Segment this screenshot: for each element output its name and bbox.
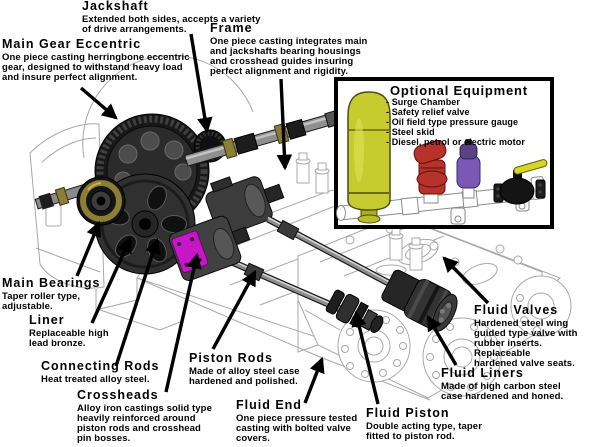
arrow-fluid-end <box>303 356 325 404</box>
label-body: Made of alloy steel case hardened and po… <box>189 366 300 387</box>
label-piston-rods: Piston Rods Made of alloy steel case har… <box>189 352 300 387</box>
label-title: Frame <box>210 21 253 35</box>
label-body: One piece casting herringbone eccentric … <box>2 52 190 83</box>
label-body: Alloy iron castings solid type heavily r… <box>77 403 212 444</box>
surge-chamber-part <box>347 91 391 224</box>
arrow-main-bearings <box>75 220 102 277</box>
pressure-gauge-part <box>456 139 481 199</box>
arrow-crossheads <box>164 252 202 393</box>
label-frame: Frame One piece casting integrates main … <box>210 22 367 77</box>
optional-equipment-item: - Diesel, petrol or electric motor <box>386 137 525 147</box>
optional-equipment-item: - Safety relief valve <box>386 107 470 117</box>
label-title: Fluid Liners <box>441 366 524 380</box>
arrow-liner <box>90 236 132 324</box>
label-main-gear-eccentric: Main Gear Eccentric One piece casting he… <box>2 38 190 83</box>
label-title: Connecting Rods <box>41 359 160 373</box>
discharge-flange-2 <box>422 317 502 397</box>
label-fluid-liners: Fluid Liners Made of high carbon steel c… <box>441 367 563 402</box>
label-liner: Liner Replaceable high lead bronze. <box>29 314 109 349</box>
label-jackshaft: Jackshaft Extended both sides, accepts a… <box>82 0 261 35</box>
arrow-frame <box>276 78 293 171</box>
label-title: Fluid Piston <box>366 406 450 420</box>
label-body: One piece casting integrates main and ja… <box>210 36 368 77</box>
optional-equipment-item: - Oil field type pressure gauge <box>386 117 519 127</box>
arrow-main-gear-eccentric <box>79 86 118 120</box>
label-title: Jackshaft <box>82 0 149 13</box>
arrow-fluid-piston <box>351 310 380 405</box>
label-fluid-valves: Fluid Valves Hardened steel wing guided … <box>474 304 600 369</box>
label-body: Made of high carbon steel case hardened … <box>441 381 564 402</box>
discharge-flange-3 <box>510 275 572 337</box>
label-body: Double acting type, taper fitted to pist… <box>366 421 482 442</box>
arrow-piston-rods <box>211 269 257 350</box>
label-main-bearings: Main Bearings Taper roller type, adjusta… <box>2 277 100 312</box>
label-fluid-end: Fluid End One piece pressure tested cast… <box>236 399 357 444</box>
label-body: Heat treated alloy steel. <box>41 374 150 385</box>
label-body: One piece pressure tested casting with b… <box>236 413 358 444</box>
label-body: Replaceable high lead bronze. <box>29 328 109 349</box>
label-title: Fluid Valves <box>474 303 559 317</box>
label-fluid-piston: Fluid Piston Double acting type, taper f… <box>366 407 482 442</box>
arrow-fluid-valves <box>442 256 490 305</box>
main-bearing-part <box>76 176 126 226</box>
label-title: Fluid End <box>236 398 302 412</box>
label-connecting-rods: Connecting Rods Heat treated alloy steel… <box>41 360 159 385</box>
label-body: Hardened steel wing guided type valve wi… <box>474 318 578 369</box>
arrow-fluid-liners <box>426 314 458 366</box>
safety-relief-valve-part <box>413 140 448 204</box>
optional-equipment-item: - Steel skid <box>386 127 435 137</box>
label-body: Extended both sides, accepts a variety o… <box>82 14 261 35</box>
label-title: Crossheads <box>77 388 159 402</box>
optional-equipment-item: - Surge Chamber <box>386 97 461 107</box>
optional-equipment-box <box>334 77 554 229</box>
ball-valve-part <box>493 159 548 205</box>
optional-equipment-title: Optional Equipment <box>390 83 528 98</box>
leader-arrows <box>75 33 490 405</box>
label-title: Piston Rods <box>189 351 273 365</box>
arrow-connecting-rods <box>114 237 161 367</box>
label-title: Main Gear Eccentric <box>2 37 142 51</box>
label-body: Taper roller type, adjustable. <box>2 291 81 312</box>
label-title: Main Bearings <box>2 276 101 290</box>
label-title: Liner <box>29 313 65 327</box>
arrow-jackshaft <box>189 33 213 134</box>
label-crossheads: Crossheads Alloy iron castings solid typ… <box>77 389 212 444</box>
piston-rod-upper <box>266 215 400 292</box>
optional-equipment-list: - Surge Chamber - Safety relief valve - … <box>386 97 525 147</box>
